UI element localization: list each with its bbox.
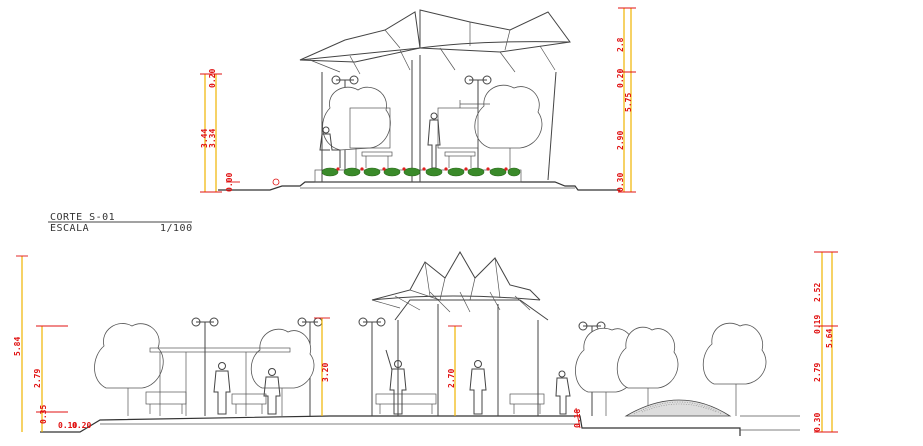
top-right-dim-0: 2.8 <box>616 37 625 52</box>
bottom-left-dim-0: 2.79 <box>33 369 42 388</box>
top-right-dim-1: 0.20 <box>616 69 625 88</box>
top-section: 3.44 3.34 0.20 0.00 2.8 0.20 5.75 2.90 0… <box>200 7 636 193</box>
bottom-left-dimensions: 2.79 0.35 0.10 0.20 <box>33 325 91 432</box>
scale-value: 1/100 <box>160 223 193 234</box>
bottom-right-dim-0: 2.52 <box>813 283 822 302</box>
bottom-small-dimension: 0.18 <box>573 407 582 429</box>
bottom-left-dim-2: 0.10 <box>58 421 77 430</box>
bottom-right-dim-1: 0.19 <box>813 315 822 334</box>
bottom-bench-1 <box>145 391 187 414</box>
bottom-person-5 <box>555 370 571 415</box>
top-bench-left <box>361 151 393 168</box>
bottom-right-dim-4: 0.30 <box>813 413 822 432</box>
bottom-tree-5 <box>702 322 767 416</box>
bottom-far-left-dimension: 5.84 <box>13 255 28 432</box>
drawing-title: CORTE S-01 <box>50 212 115 223</box>
top-right-dimensions: 2.8 0.20 5.75 2.90 0.30 <box>616 7 636 193</box>
bottom-right-dim-2: 5.64 <box>825 329 834 348</box>
top-bench-right <box>444 151 476 168</box>
bottom-bench-4 <box>509 393 545 414</box>
bottom-bench-3 <box>375 393 437 414</box>
bottom-canopy <box>371 250 549 321</box>
bottom-pergola-left <box>149 347 291 416</box>
scale-label: ESCALA <box>50 223 89 234</box>
bottom-lamp-dimension: 3.20 <box>314 317 330 416</box>
bottom-right-dimensions: 2.52 0.19 5.64 2.79 0.30 <box>813 251 838 433</box>
top-panel-right <box>437 107 479 149</box>
bottom-center-dimension: 2.70 <box>447 325 462 416</box>
top-dim-label-1: 3.44 <box>200 129 209 148</box>
bottom-tree-2 <box>250 328 315 416</box>
bottom-person-3 <box>385 349 407 415</box>
top-tree-left <box>322 86 391 170</box>
top-panel-left <box>349 107 391 149</box>
bottom-lamp-3 <box>358 317 386 416</box>
bottom-left-dim-1: 0.35 <box>39 405 48 424</box>
top-right-dim-4: 0.30 <box>616 173 625 192</box>
top-canopy <box>299 9 571 75</box>
top-right-dim-3: 2.90 <box>616 131 625 150</box>
bottom-person-2 <box>263 368 281 415</box>
top-planter <box>314 167 522 183</box>
top-column-4 <box>547 71 557 181</box>
top-dim-label-2: 3.34 <box>208 129 217 148</box>
top-tree-right <box>474 84 543 170</box>
top-dim-label-3: 0.20 <box>208 69 217 88</box>
bottom-ground-line <box>40 415 741 436</box>
top-ground-line <box>218 181 620 191</box>
bottom-section: 5.84 2.79 0.35 0.10 0.20 3.20 2.70 0.18 <box>13 250 838 436</box>
top-person-sitting <box>319 126 341 168</box>
bottom-small-dim: 0.18 <box>573 409 582 428</box>
bottom-person-4 <box>469 360 487 415</box>
bottom-lamp-dim: 3.20 <box>321 363 330 382</box>
bottom-tree-4 <box>616 326 679 416</box>
bottom-person-1 <box>213 362 231 415</box>
bottom-bench-2 <box>231 393 267 414</box>
top-left-dimensions: 3.44 3.34 0.20 0.00 <box>200 69 280 193</box>
bottom-mound <box>624 399 732 417</box>
bottom-left-dim-3: 0.20 <box>72 421 91 430</box>
bottom-tree-1 <box>94 323 164 416</box>
title-block: CORTE S-01 ESCALA 1/100 <box>48 212 193 234</box>
bottom-far-left-dim: 5.84 <box>13 337 22 356</box>
bottom-center-dim: 2.70 <box>447 369 456 388</box>
bottom-right-dim-3: 2.79 <box>813 363 822 382</box>
bottom-lamp-1 <box>191 317 219 416</box>
top-right-dim-2: 5.75 <box>624 93 633 112</box>
